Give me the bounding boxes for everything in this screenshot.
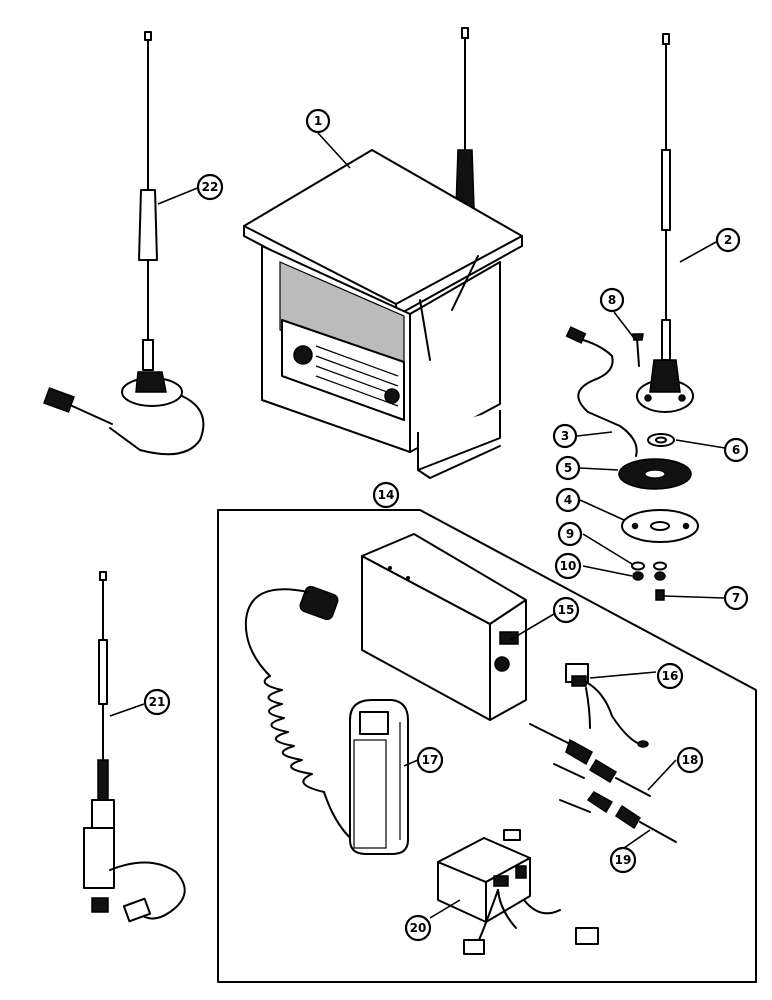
callout-6: 6 — [723, 437, 749, 463]
transceiver — [361, 533, 527, 721]
callout-9: 9 — [557, 521, 583, 547]
kit-outline — [217, 509, 757, 983]
callout-label: 3 — [561, 429, 569, 443]
roof-mount-antenna — [565, 33, 699, 601]
radio-enclosure — [243, 27, 523, 479]
callout-22: 22 — [196, 173, 224, 201]
callout-21: 21 — [143, 688, 171, 716]
callout-1: 1 — [305, 108, 331, 134]
leader-lines — [109, 132, 726, 919]
callout-label: 22 — [202, 180, 219, 194]
callout-label: 6 — [732, 443, 740, 457]
callout-label: 18 — [682, 753, 699, 767]
callout-label: 8 — [608, 293, 616, 307]
callout-label: 4 — [564, 493, 572, 507]
mirror-mount-antenna — [83, 571, 186, 923]
power-unit — [437, 829, 599, 955]
microphone — [244, 585, 409, 855]
callout-15: 15 — [552, 596, 580, 624]
callout-label: 17 — [422, 753, 439, 767]
callout-8: 8 — [599, 287, 625, 313]
callout-label: 10 — [560, 559, 577, 573]
callout-label: 1 — [314, 114, 322, 128]
callout-label: 14 — [378, 488, 395, 502]
magnetic-mount-antenna — [43, 31, 205, 456]
callout-2: 2 — [715, 227, 741, 253]
callout-16: 16 — [656, 662, 684, 690]
callout-20: 20 — [404, 914, 432, 942]
fuse-holders — [529, 723, 677, 843]
callout-label: 9 — [566, 527, 574, 541]
callout-10: 10 — [554, 552, 582, 580]
callout-3: 3 — [552, 423, 578, 449]
callout-7: 7 — [723, 585, 749, 611]
callout-label: 5 — [564, 461, 572, 475]
callout-4: 4 — [555, 487, 581, 513]
callout-label: 20 — [410, 921, 427, 935]
callout-label: 2 — [724, 233, 732, 247]
callout-label: 7 — [732, 591, 740, 605]
callout-17: 17 — [416, 746, 444, 774]
callout-label: 15 — [558, 603, 575, 617]
callout-14: 14 — [372, 481, 400, 509]
callout-label: 16 — [662, 669, 679, 683]
callout-19: 19 — [609, 846, 637, 874]
wiring-harness-16 — [565, 663, 649, 748]
callout-5: 5 — [555, 455, 581, 481]
callout-label: 19 — [615, 853, 632, 867]
callout-18: 18 — [676, 746, 704, 774]
callout-label: 21 — [149, 695, 166, 709]
